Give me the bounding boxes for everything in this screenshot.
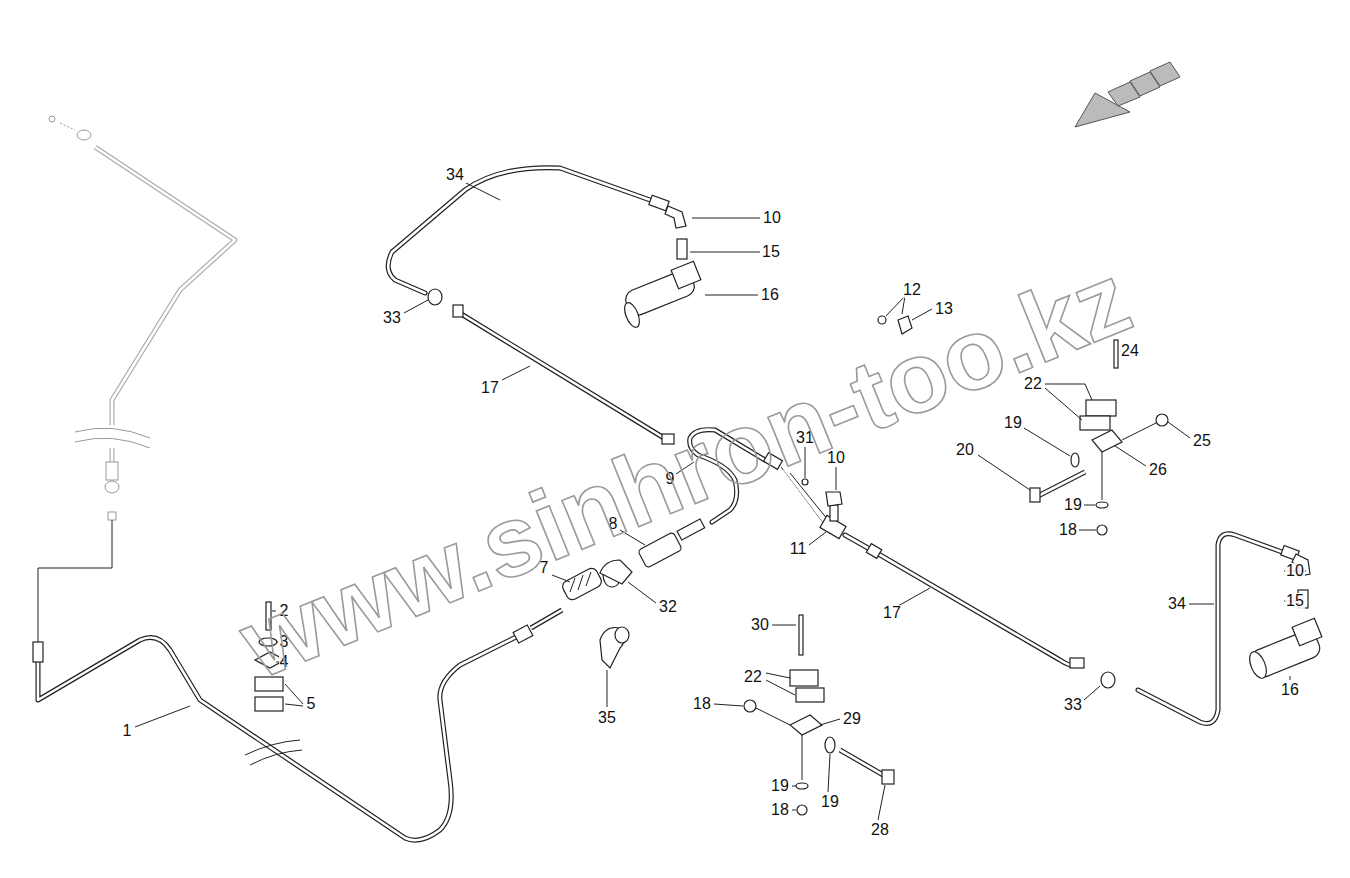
callout-number: 8 — [608, 516, 619, 532]
callout-number: 34 — [445, 167, 465, 183]
callout-number: 34 — [1167, 596, 1187, 612]
callout-number: 25 — [1192, 433, 1212, 449]
callout-number: 15 — [1285, 593, 1305, 609]
callout-number: 32 — [658, 599, 678, 615]
pipe-34-right — [1101, 534, 1323, 724]
callout-number: 19 — [1063, 497, 1083, 513]
callout-number: 3 — [279, 634, 290, 650]
watermark: www.sinhron-too.kz — [228, 246, 1143, 693]
callout-number: 31 — [795, 430, 815, 446]
pipe-grey — [49, 116, 235, 520]
callout-number: 19 — [770, 778, 790, 794]
callout-number: 12 — [902, 282, 922, 298]
pipe-34-top — [388, 168, 701, 330]
pipe-9-17 — [690, 430, 1084, 668]
callout-number: 20 — [955, 442, 975, 458]
callout-number: 10 — [1285, 563, 1305, 579]
pipe-1 — [33, 520, 562, 840]
clamp-parts-right — [878, 316, 1168, 535]
pipe-17-upper — [453, 305, 674, 444]
callout-number: 18 — [692, 696, 712, 712]
callout-number: 13 — [934, 301, 954, 317]
callout-number: 22 — [743, 669, 763, 685]
callout-number: 28 — [870, 822, 890, 838]
callout-number: 2 — [279, 603, 290, 619]
callout-number: 35 — [597, 710, 617, 726]
direction-arrow — [1075, 62, 1180, 127]
callout-number: 7 — [539, 560, 550, 576]
clamp-parts-bottom — [744, 615, 894, 815]
callout-number: 10 — [826, 450, 846, 466]
callout-number: 33 — [382, 310, 402, 326]
callout-number: 16 — [760, 287, 780, 303]
callout-number: 24 — [1120, 343, 1140, 359]
leader-lines — [135, 183, 1306, 820]
callout-number: 17 — [882, 605, 902, 621]
callout-number: 4 — [279, 654, 290, 670]
callout-number: 33 — [1063, 697, 1083, 713]
callout-number: 26 — [1148, 462, 1168, 478]
callout-number: 22 — [1023, 376, 1043, 392]
callout-number: 18 — [1058, 522, 1078, 538]
callout-number: 19 — [820, 794, 840, 810]
callout-number: 18 — [770, 802, 790, 818]
callout-number: 10 — [762, 210, 782, 226]
callout-number: 19 — [1003, 415, 1023, 431]
callout-number: 11 — [789, 541, 808, 557]
callout-number: 15 — [761, 244, 781, 260]
coupling-parts — [561, 519, 705, 668]
callout-number: 9 — [665, 471, 676, 487]
callout-number: 1 — [122, 723, 133, 739]
callout-number: 30 — [750, 617, 770, 633]
callout-number: 16 — [1280, 682, 1300, 698]
callout-number: 17 — [480, 380, 500, 396]
callout-number: 5 — [306, 696, 317, 712]
callout-number: 29 — [842, 711, 862, 727]
